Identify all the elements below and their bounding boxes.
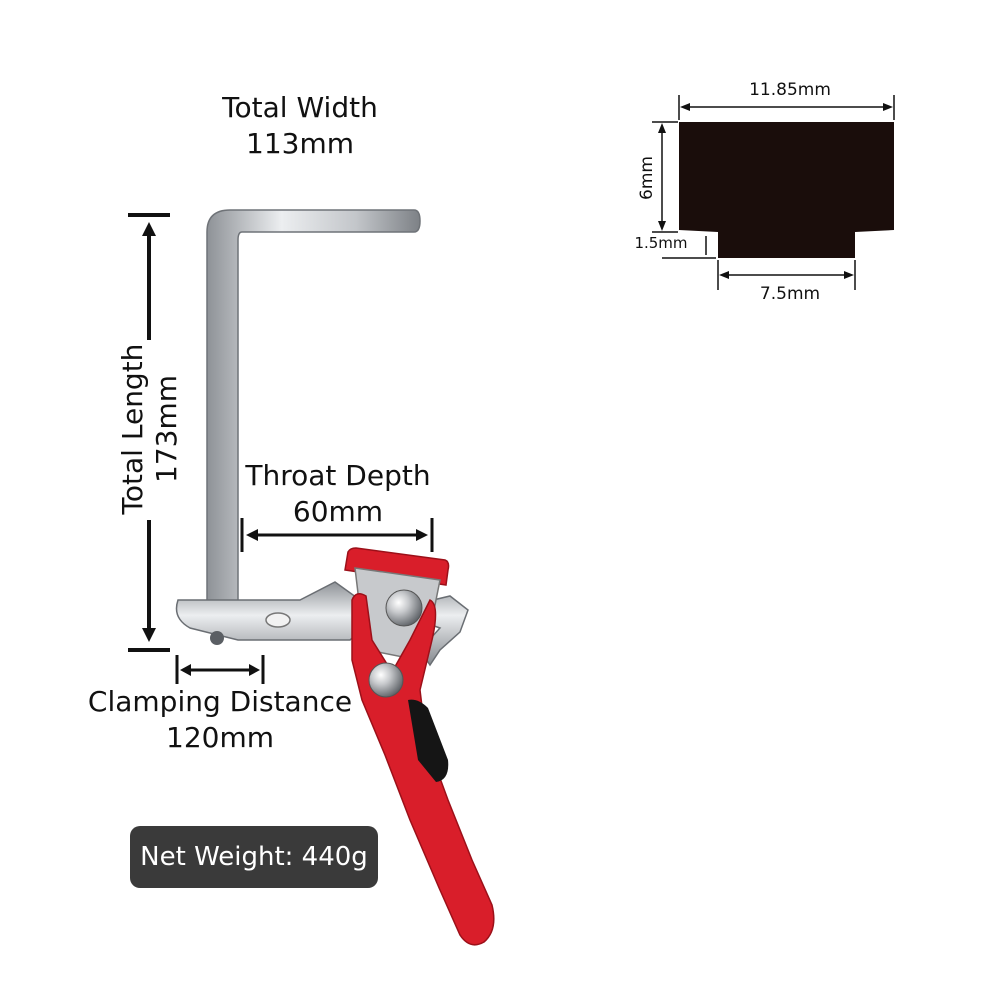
clamping-distance-title: Clamping Distance (87, 685, 353, 718)
t-profile-cross-section (652, 95, 895, 290)
throat-depth-value: 60mm (292, 495, 384, 528)
total-length-label: Total Length 173mm (116, 319, 184, 539)
throat-depth-label: Throat Depth 60mm (228, 458, 448, 530)
profile-bottom-width-label: 7.5mm (759, 284, 821, 304)
pivot-ball-lower (368, 662, 404, 698)
total-width-title: Total Width (222, 91, 378, 124)
profile-step-label: 1.5mm (634, 234, 688, 252)
profile-top-width-label: 11.85mm (749, 80, 831, 100)
throat-depth-title: Throat Depth (245, 459, 431, 492)
clamping-distance-value: 120mm (166, 721, 274, 754)
clamping-distance-dimension (175, 655, 265, 684)
profile-height-label: 6mm (637, 156, 657, 200)
pivot-ball-upper (385, 589, 423, 627)
total-length-dimension (128, 213, 170, 652)
total-length-title: Total Length (116, 343, 149, 515)
total-width-value: 113mm (246, 127, 354, 160)
throat-depth-dimension (240, 518, 434, 552)
clamp-handle (351, 593, 495, 946)
net-weight-badge: Net Weight: 440g (130, 826, 378, 888)
total-length-value: 173mm (150, 375, 183, 483)
total-width-label: Total Width 113mm (190, 90, 410, 162)
clamp-bar (206, 209, 421, 631)
clamping-distance-label: Clamping Distance 120mm (80, 684, 360, 756)
